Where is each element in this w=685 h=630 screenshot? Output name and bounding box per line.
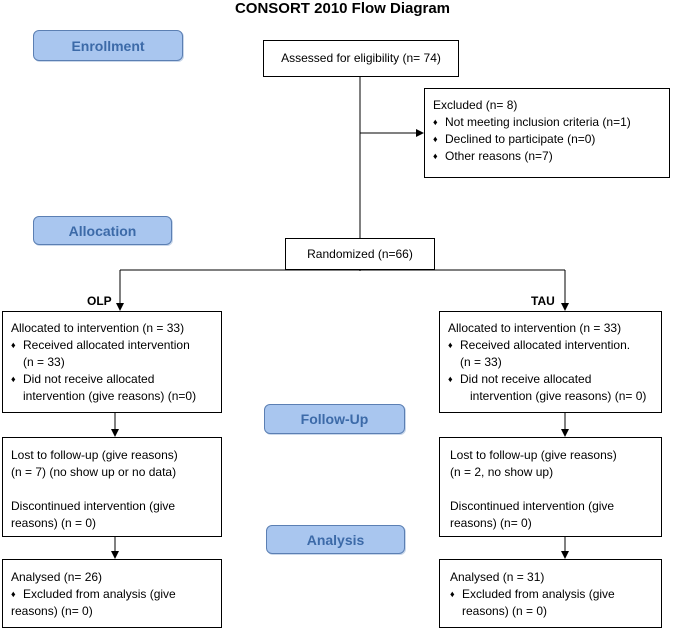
right-followup-box: Lost to follow-up (give reasons) (n = 2,… (439, 437, 662, 537)
left-alloc-bullet-1-cont: (n = 33) (23, 355, 65, 369)
excluded-item-2: ♦Declined to participate (n=0) (433, 132, 596, 146)
bullet-icon: ♦ (433, 134, 438, 144)
left-lost-line-1: Lost to follow-up (give reasons) (11, 448, 178, 462)
left-analysis-box: Analysed (n= 26) ♦Excluded from analysis… (2, 559, 222, 628)
left-alloc-bullet-1: ♦Received allocated intervention (11, 338, 190, 352)
right-disc-line-1: Discontinued intervention (give (450, 499, 615, 513)
right-alloc-bullet-2: ♦Did not receive allocated (448, 372, 592, 386)
right-alloc-bullet-1-cont: (n = 33) (460, 355, 502, 369)
left-disc-line-1: Discontinued intervention (give (11, 499, 176, 513)
right-analysis-box: Analysed (n = 31) ♦Excluded from analysi… (439, 559, 662, 628)
stage-followup: Follow-Up (264, 404, 405, 434)
left-allocation-box: Allocated to intervention (n = 33) ♦Rece… (2, 311, 222, 413)
bullet-icon: ♦ (433, 151, 438, 161)
right-disc-line-2: reasons) (n= 0) (450, 516, 532, 530)
left-analysed-heading: Analysed (n= 26) (11, 570, 103, 584)
left-alloc-bullet-2-cont: intervention (give reasons) (n=0) (23, 389, 197, 403)
right-alloc-bullet-2-cont: intervention (give reasons) (n= 0) (470, 389, 647, 403)
randomized-text: Randomized (n=66) (307, 246, 413, 261)
excluded-box: Excluded (n= 8) ♦Not meeting inclusion c… (424, 88, 670, 178)
excluded-item-1: ♦Not meeting inclusion criteria (n=1) (433, 115, 631, 129)
bullet-icon: ♦ (11, 589, 16, 599)
stage-enrollment: Enrollment (33, 30, 183, 61)
bullet-icon: ♦ (448, 374, 453, 384)
left-anal-bullet-1: ♦Excluded from analysis (give (11, 587, 176, 601)
right-lost-line-1: Lost to follow-up (give reasons) (450, 448, 617, 462)
bullet-icon: ♦ (11, 340, 16, 350)
left-lost-line-2: (n = 7) (no show up or no data) (11, 465, 177, 479)
right-allocation-box: Allocated to intervention (n = 33) ♦Rece… (439, 311, 662, 413)
right-anal-bullet-1-cont: reasons) (n = 0) (462, 604, 548, 618)
right-alloc-heading: Allocated to intervention (n = 33) (448, 321, 622, 335)
left-anal-bullet-1-cont: reasons) (n= 0) (11, 604, 93, 618)
bullet-icon: ♦ (448, 340, 453, 350)
excluded-heading: Excluded (n= 8) (433, 98, 518, 112)
right-lost-line-2: (n = 2, no show up) (450, 465, 554, 479)
left-followup-box: Lost to follow-up (give reasons) (n = 7)… (2, 437, 222, 537)
bullet-icon: ♦ (433, 117, 438, 127)
randomized-box: Randomized (n=66) (285, 238, 435, 270)
right-alloc-bullet-1: ♦Received allocated intervention. (448, 338, 631, 352)
bullet-icon: ♦ (11, 374, 16, 384)
assessed-text: Assessed for eligibility (n= 74) (281, 51, 441, 65)
assessed-box: Assessed for eligibility (n= 74) (263, 40, 459, 77)
arm-label-left: OLP (87, 294, 112, 308)
left-alloc-heading: Allocated to intervention (n = 33) (11, 321, 185, 335)
excluded-item-3: ♦Other reasons (n=7) (433, 149, 553, 163)
left-alloc-bullet-2: ♦Did not receive allocated (11, 372, 155, 386)
arm-label-right: TAU (531, 294, 555, 308)
stage-analysis: Analysis (266, 525, 405, 554)
right-anal-bullet-1: ♦Excluded from analysis (give (450, 587, 615, 601)
right-analysed-heading: Analysed (n = 31) (450, 570, 545, 584)
bullet-icon: ♦ (450, 589, 455, 599)
stage-allocation: Allocation (33, 216, 172, 245)
diagram-title: CONSORT 2010 Flow Diagram (234, 0, 451, 17)
left-disc-line-2: reasons) (n = 0) (11, 516, 97, 530)
